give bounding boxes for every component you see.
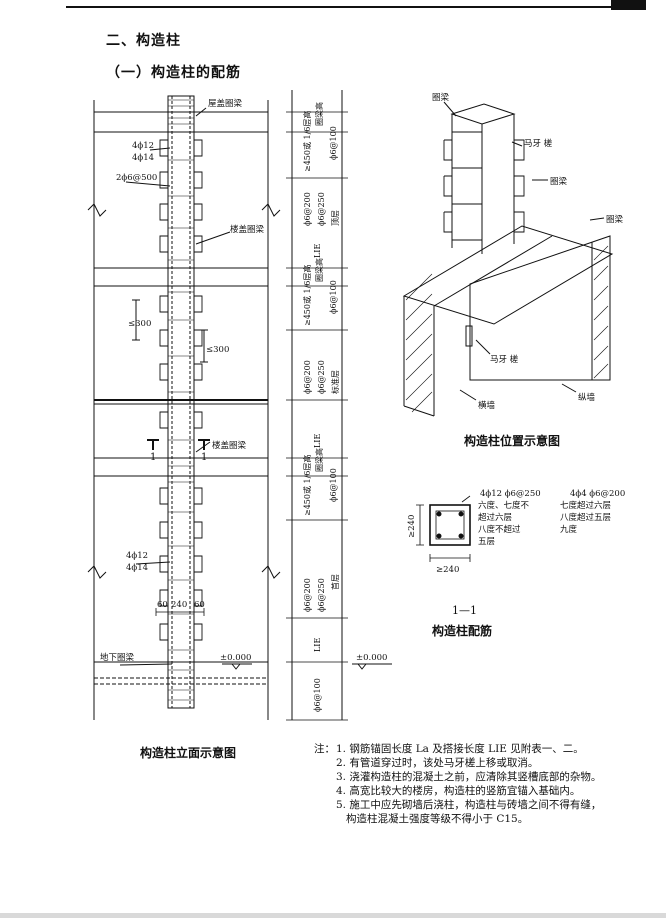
label-rebar-top-2: 4ϕ14 [132,153,154,163]
dim-chain-5: 顶层 [331,210,340,226]
isometric-drawing [402,101,614,417]
section-mark-right: 1 [201,452,207,463]
label-rebar-low-1: 4ϕ12 [126,551,148,561]
label-dim-60: 60 [157,600,168,610]
section-dim-vertical: ≥240 [407,515,417,538]
note-4: 4. 高宽比较大的楼房，构造柱的竖筋宜锚入基础内。 [336,785,581,797]
note-2: 2. 有管道穿过时，该处马牙槎上移或取消。 [336,757,539,769]
top-rule [66,6,611,8]
iso-cross-wall: 横墙 [478,400,496,411]
section-col1-head: 4ϕ12 ϕ6@250 [480,489,541,499]
note-3: 3. 浇灌构造柱的混凝土之前，应清除其竖槽底部的杂物。 [336,771,602,783]
dim-chain-4: ϕ6@250 [317,192,326,226]
label-basement-ring-beam: 地下圈梁 [100,652,135,663]
iso-toothed-joint-1: 马牙 槎 [524,138,553,149]
top-corner-block [611,0,646,10]
section-title: 二、构造柱 [106,33,181,49]
section-col2-line-3: 九度 [560,524,578,535]
section-col1-line-1: 六度、七度不 [478,500,530,511]
dim-chain-19: 首层 [330,574,340,590]
dim-chain-0: 圈梁高 [314,102,324,126]
iso-ring-beam-2: 圈梁 [550,177,568,187]
section-mark-left: 1 [150,452,156,463]
subsection-title: （一）构造柱的配筋 [106,65,241,81]
elevation-drawing [87,90,392,721]
label-floor-ring-beam-2: 楼盖圈梁 [212,440,247,451]
dim-chain-15: ≥450或 1/6层高 [302,455,312,516]
dim-chain-16: ϕ6@100 [329,468,338,502]
section-col1-line-2: 超过六层 [478,512,512,523]
label-dim-300-b: ≤300 [206,345,229,355]
section-col1-line-3: 八度不超过 [478,524,521,535]
dim-chain-11: ϕ6@250 [317,360,326,394]
label-stirrup: 2ϕ6@500 [116,173,157,183]
elevation-caption: 构造柱立面示意图 [140,746,237,760]
dim-chain-14: 圈梁高 [314,448,324,472]
dim-chain-20: LIE [313,638,322,652]
section-col2-line-2: 八度超过五层 [560,512,611,523]
dim-chain-9: ϕ6@100 [329,280,338,314]
dim-chain-8: ≥450或 1/6层高 [302,265,312,326]
dim-chain-21: ϕ6@100 [313,678,322,712]
isometric-caption: 构造柱位置示意图 [464,434,561,448]
iso-toothed-joint-2: 马牙 槎 [490,354,519,365]
label-dim-300-a: ≤300 [128,319,151,329]
dim-chain-10: ϕ6@200 [303,360,312,394]
section-mark-caption: 1—1 [452,604,477,617]
label-rebar-low-2: 4ϕ14 [126,563,148,573]
dim-chain-13: LIE [313,434,322,448]
label-dim-240: 240 [171,600,187,610]
dim-chain-7: 圈梁高 [314,258,324,282]
notes-block: 注： 1. 钢筋锚固长度 La 及搭接长度 LIE 见附表一、二。 2. 有管道… [314,742,654,826]
iso-long-wall: 纵墙 [578,392,596,403]
dim-chain-3: ϕ6@200 [303,192,312,226]
note-5-cont: 构造柱混凝土强度等级不得小于 C15。 [346,813,529,825]
dim-chain-1: ≥450或 1/6层高 [302,111,312,172]
label-zero-level-right: ±0.000 [356,653,387,663]
dim-chain-6: LIE [313,244,322,258]
section-drawing [416,495,471,562]
dim-chain-2: ϕ6@100 [329,126,338,160]
section-caption: 构造柱配筋 [432,624,493,638]
scan-bottom-edge [0,913,666,918]
note-1: 1. 钢筋锚固长度 La 及搭接长度 LIE 见附表一、二。 [336,743,584,755]
label-rebar-top-1: 4ϕ12 [132,141,154,151]
section-col1-line-4: 五层 [478,537,495,547]
section-col2-line-1: 七度超过六层 [560,500,611,511]
dim-chain-12: 标准层 [330,370,340,394]
iso-ring-beam-3: 圈梁 [606,215,624,225]
section-col2-head: 4ϕ4 ϕ6@200 [570,489,625,499]
label-zero-level: ±0.000 [220,653,251,663]
notes-lead: 注： [314,743,335,755]
note-5: 5. 施工中应先砌墙后浇柱，构造柱与砖墙之间不得有缝， [336,799,602,811]
section-dim-horizontal: ≥240 [436,565,459,575]
label-floor-ring-beam-1: 楼盖圈梁 [230,224,265,235]
dim-chain-18: ϕ6@250 [317,578,326,612]
iso-ring-beam-1: 圈梁 [432,93,450,103]
dim-chain-17: ϕ6@200 [303,578,312,612]
label-roof-ring-beam: 屋盖圈梁 [208,98,243,109]
label-dim-60b: 60 [194,600,205,610]
